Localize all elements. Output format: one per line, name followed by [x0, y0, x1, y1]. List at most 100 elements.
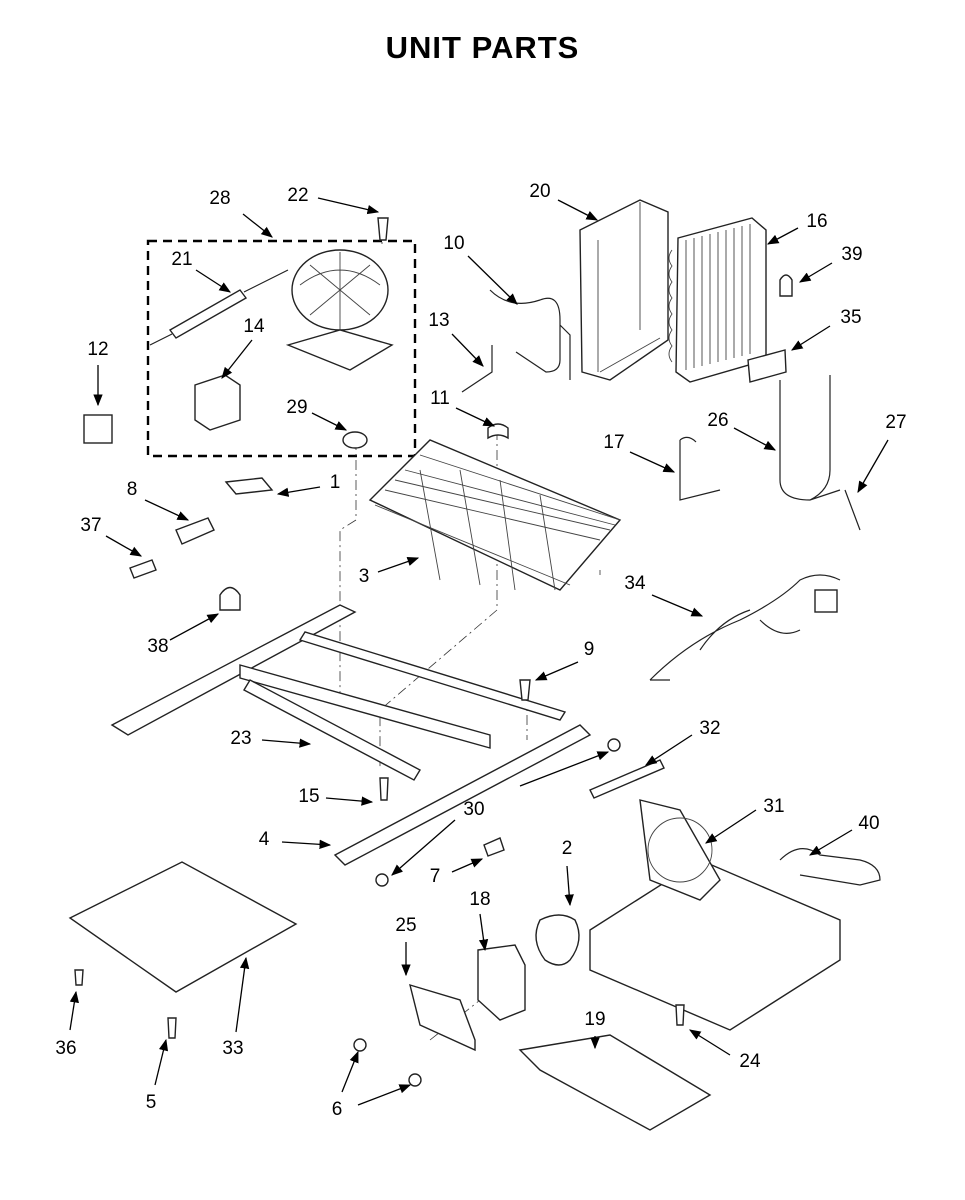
insulator-37 [129, 559, 157, 579]
callout-9: 9 [584, 639, 595, 660]
condenser [668, 217, 767, 383]
callout-21: 21 [171, 249, 192, 270]
relay-12 [83, 414, 113, 444]
callout-35: 35 [840, 307, 861, 328]
screw-30a [607, 738, 621, 752]
leader-32 [645, 734, 693, 766]
callout-15: 15 [298, 786, 319, 807]
callout-20: 20 [529, 181, 550, 202]
base-frame [110, 604, 567, 781]
base-pan [589, 799, 841, 1031]
leader-11 [455, 407, 496, 427]
callout-36: 36 [55, 1038, 76, 1059]
screw-36 [74, 969, 84, 986]
leader-3 [377, 557, 420, 573]
leader-40 [808, 829, 853, 856]
callout-11: 11 [430, 388, 450, 409]
callout-14: 14 [243, 316, 265, 337]
leader-lines [69, 197, 889, 1106]
leader-17 [629, 451, 676, 473]
leader-6b [357, 1084, 412, 1106]
clip-39 [779, 274, 793, 297]
screw-6a [353, 1038, 367, 1052]
wire-harness [649, 574, 841, 681]
tube-10 [489, 289, 571, 380]
leader-6 [341, 1050, 359, 1093]
callout-37: 37 [80, 515, 101, 536]
grommet-29 [342, 431, 368, 449]
leader-36 [69, 990, 79, 1031]
callout-18: 18 [469, 889, 490, 910]
callout-29: 29 [286, 397, 307, 418]
callout-30: 30 [463, 799, 484, 820]
evaporator-coil [368, 439, 622, 591]
tube-40 [779, 848, 881, 886]
callout-6: 6 [332, 1099, 343, 1120]
callout-28: 28 [209, 188, 230, 209]
leader-39 [798, 262, 833, 283]
leader-23 [261, 738, 312, 748]
screw-5 [167, 1017, 177, 1039]
leader-34 [651, 594, 704, 617]
leader-15 [325, 796, 374, 806]
callout-7: 7 [430, 866, 441, 887]
fan-blade [535, 914, 580, 966]
leader-8 [144, 499, 190, 521]
callout-8: 8 [127, 479, 138, 500]
leader-5 [154, 1038, 169, 1086]
leader-31 [705, 809, 757, 844]
leader-16 [766, 227, 799, 245]
leader-22 [317, 197, 380, 215]
drain-pan [518, 1034, 712, 1131]
callout-34: 34 [624, 573, 646, 594]
condenser-shroud [579, 199, 669, 381]
start-relay-14 [194, 374, 241, 431]
callout-5: 5 [146, 1092, 157, 1113]
tube-26 [779, 375, 841, 501]
clip-11 [487, 423, 509, 440]
callout-32: 32 [699, 718, 720, 739]
tube-27 [844, 489, 861, 531]
compressor [285, 249, 394, 371]
compressor-assembly-outline [146, 239, 417, 458]
callout-1: 1 [330, 472, 341, 493]
tube-13 [461, 345, 493, 393]
callout-31: 31 [763, 796, 784, 817]
rail-4 [333, 724, 592, 866]
leader-38 [169, 613, 220, 641]
callout-3: 3 [359, 566, 370, 587]
screw-24 [675, 1004, 685, 1026]
leader-10 [467, 255, 518, 305]
fan-motor [477, 944, 526, 1021]
screw-22 [377, 217, 389, 241]
leader-28 [242, 213, 273, 238]
leader-33 [235, 956, 250, 1033]
screw-30b [375, 873, 389, 887]
leader-21 [195, 269, 231, 293]
callout-33: 33 [222, 1038, 243, 1059]
bottom-cover [68, 861, 298, 993]
leader-14 [221, 339, 253, 379]
leader-29 [311, 412, 348, 431]
leader-24 [689, 1029, 731, 1056]
callout-17: 17 [603, 432, 624, 453]
screw-9 [519, 679, 531, 701]
callout-26: 26 [707, 410, 728, 431]
callout-12: 12 [87, 339, 108, 360]
leader-37 [105, 535, 143, 557]
strap-32 [589, 759, 665, 799]
callout-38: 38 [147, 636, 168, 657]
callout-40: 40 [858, 813, 879, 834]
leader-9 [534, 661, 579, 681]
callout-19: 19 [584, 1009, 605, 1030]
callout-24: 24 [739, 1051, 761, 1072]
leader-27 [857, 439, 889, 494]
callout-13: 13 [428, 310, 449, 331]
leader-7 [451, 858, 484, 873]
leader-18 [478, 913, 489, 952]
callout-39: 39 [841, 244, 862, 265]
grommet-7 [483, 837, 505, 857]
